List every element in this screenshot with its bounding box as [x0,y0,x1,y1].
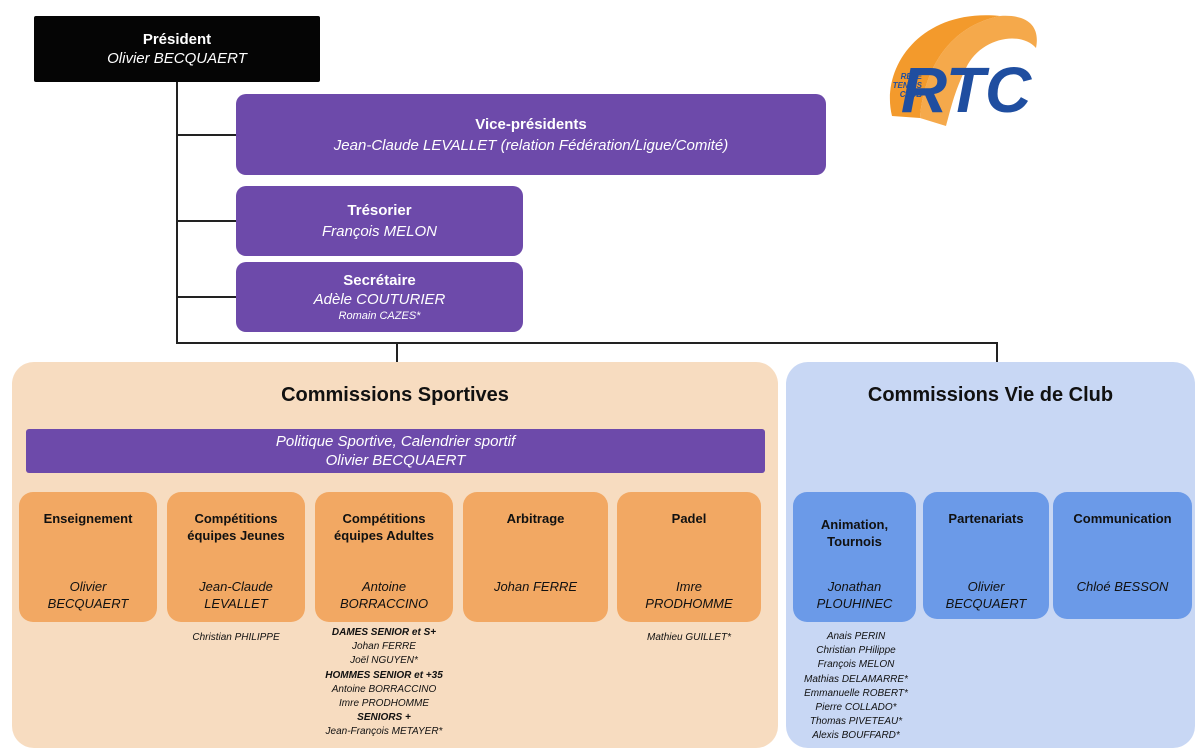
secretaire-box: Secrétaire Adèle COUTURIER Romain CAZES* [236,262,523,332]
member: Jean-François METAYER* [325,726,443,738]
connector-bus [176,342,998,344]
member: Mathieu GUILLET* [647,632,731,643]
commissions-sportives-title: Commissions Sportives [281,384,509,406]
commission-lead: Johan FERRE [493,579,578,594]
commission-partenariats: Partenariats Olivier BECQUAERT [923,492,1049,619]
commission-lead: Jean-Claude LEVALLET [199,579,273,611]
commission-lead: Olivier BECQUAERT [47,579,129,611]
secretaire-name: Adèle COUTURIER [313,290,446,308]
commission-title: Communication [1073,511,1172,526]
vice-president-box: Vice-présidents Jean-Claude LEVALLET (re… [236,94,826,175]
commission-title: Arbitrage [506,511,565,526]
commission-title: Compétitions équipes Adultes [334,511,434,543]
connector-tresorier [176,220,236,222]
commission-lead: Jonathan PLOUHINEC [816,579,893,611]
rtc-logo-icon: RTC [889,15,1037,127]
logo-mark: RTC [901,54,1032,126]
connector-sportives [396,342,398,362]
group-heading: HOMMES SENIOR et +35 [325,669,443,681]
member: Imre PRODHOMME [339,698,429,710]
commission-arbitrage: Arbitrage Johan FERRE [463,492,608,622]
president-box: Président Olivier BECQUAERT [34,16,320,82]
secretaire-deputy: Romain CAZES* [338,309,421,322]
club-logo: RTC REZÉ TENNIS CLUB [880,8,1040,133]
commission-enseignement: Enseignement Olivier BECQUAERT [19,492,157,622]
member: Christian PHILIPPE [192,632,280,643]
politique-role: Politique Sportive, Calendrier sportif [275,433,516,450]
member: Alexis BOUFFARD* [812,730,900,742]
member: Johan FERRE [352,641,416,653]
members-padel: Mathieu GUILLET* [617,631,761,645]
commission-title: Padel [671,511,707,526]
secretaire-role: Secrétaire [343,271,416,289]
logo-text: REZÉ TENNIS CLUB [872,72,922,99]
members-adultes: DAMES SENIOR et S+ Johan FERRE Joël NGUY… [300,626,468,740]
president-role: Président [142,31,212,48]
commission-title: Enseignement [43,511,133,526]
logo-line-1: REZÉ [900,72,922,81]
logo-line-3: CLUB [899,90,922,99]
commission-competitions-adultes: Compétitions équipes Adultes Antoine BOR… [315,492,453,622]
group-heading: DAMES SENIOR et S+ [331,627,437,638]
commission-title: Compétitions équipes Jeunes [187,511,285,543]
commission-animation: Animation, Tournois Jonathan PLOUHINEC [793,492,916,622]
member: Anais PERIN [826,631,886,642]
commission-communication: Communication Chloé BESSON [1053,492,1192,619]
commission-lead: Imre PRODHOMME [645,579,733,611]
connector-trunk [176,82,178,344]
group-heading: SENIORS + [357,712,411,724]
logo-line-2: TENNIS [892,81,922,90]
commission-lead: Olivier BECQUAERT [945,579,1027,611]
members-jeunes: Christian PHILIPPE [167,631,305,645]
president-name: Olivier BECQUAERT [107,50,247,67]
member: Emmanuelle ROBERT* [804,687,908,699]
member: Thomas PIVETEAU* [809,716,903,728]
tresorier-box: Trésorier François MELON [236,186,523,256]
member: Joël NGUYEN* [350,655,418,667]
connector-vp [176,134,236,136]
member: Antoine BORRACCINO [331,683,437,695]
politique-sportive-box: Politique Sportive, Calendrier sportif O… [26,429,765,473]
member: Mathias DELAMARRE* [804,673,908,685]
commission-title: Partenariats [948,511,1024,526]
connector-vie-club [996,342,998,362]
tresorier-name: François MELON [321,223,438,240]
tresorier-role: Trésorier [347,202,412,219]
connector-secretaire [176,296,236,298]
member: François MELON [817,659,895,671]
vice-president-name: Jean-Claude LEVALLET (relation Fédératio… [333,136,729,154]
member: Pierre COLLADO* [815,702,897,714]
commission-lead: Chloé BESSON [1076,579,1169,594]
members-animation: Anais PERIN Christian PHilippe François … [786,630,926,744]
commission-competitions-jeunes: Compétitions équipes Jeunes Jean-Claude … [167,492,305,622]
commissions-vie-club-title: Commissions Vie de Club [867,384,1114,406]
commission-lead: Antoine BORRACCINO [339,579,429,611]
commission-title: Animation, Tournois [820,517,889,549]
commission-padel: Padel Imre PRODHOMME [617,492,761,622]
vice-president-role: Vice-présidents [475,115,587,133]
member: Christian PHilippe [816,645,896,657]
politique-name: Olivier BECQUAERT [325,452,466,469]
